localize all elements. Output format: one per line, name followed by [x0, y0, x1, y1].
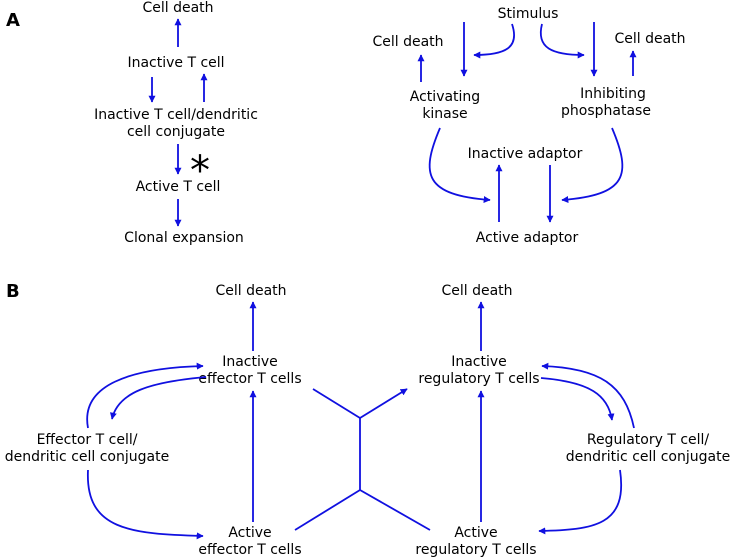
b-regulatory-conjugate-line2: dendritic cell conjugate: [566, 449, 730, 465]
b-inactive-effector-line1: Inactive: [222, 354, 278, 370]
network-branch-upper-right: [359, 388, 408, 419]
a-right-cell-death-left: Cell death: [372, 34, 443, 50]
b-active-regulatory-line2: regulatory T cells: [415, 542, 536, 558]
b-cell-death-right: Cell death: [441, 283, 512, 299]
b-inactive-regulatory-line1: Inactive: [451, 354, 507, 370]
arrow-kinase-to-adaptor: [428, 127, 491, 204]
a-right-kinase-line1: Activating: [410, 89, 480, 105]
a-right-active-adaptor: Active adaptor: [476, 230, 579, 246]
b-inactive-regulatory-line2: regulatory T cells: [418, 371, 539, 387]
arrow-regulatory-conjugate-to-active: [538, 469, 623, 535]
arrow-regulatory-conjugate-to-inactive: [541, 362, 635, 429]
network-branch-lower-right: [359, 489, 431, 531]
a-left-asterisk: *: [190, 148, 210, 194]
panel-a-left: Cell death Inactive T cell Inactive T ce…: [94, 0, 258, 246]
b-active-effector-line2: effector T cells: [198, 542, 301, 558]
a-right-cell-death-right: Cell death: [614, 31, 685, 47]
b-active-effector-line1: Active: [228, 525, 271, 541]
arrow-stimulus-curve-kinase: [473, 23, 515, 59]
a-right-stimulus: Stimulus: [498, 6, 559, 22]
panel-label-a: A: [6, 10, 20, 31]
panel-label-b: B: [6, 281, 20, 302]
network-branch-upper-left: [312, 388, 361, 419]
arrow-inactive-regulatory-to-conjugate: [540, 377, 615, 421]
b-cell-death-left: Cell death: [215, 283, 286, 299]
a-left-inactive-t-cell: Inactive T cell: [127, 55, 224, 71]
a-right-phosphatase-line1: Inhibiting: [580, 86, 646, 102]
arrow-inactive-effector-to-conjugate: [109, 376, 207, 420]
arrow-stimulus-curve-phosphatase: [539, 23, 585, 59]
b-effector-conjugate-line2: dendritic cell conjugate: [5, 449, 169, 465]
arrow-phosphatase-to-adaptor: [561, 127, 624, 204]
b-inactive-effector-line2: effector T cells: [198, 371, 301, 387]
a-left-active-t-cell: Active T cell: [136, 179, 221, 195]
arrow-effector-conjugate-to-active: [87, 469, 204, 540]
b-active-regulatory-line1: Active: [454, 525, 497, 541]
panel-a-right: Stimulus Cell death Cell death Activatin…: [372, 6, 685, 246]
a-left-conjugate-line2: cell conjugate: [127, 124, 225, 140]
b-effector-conjugate-line1: Effector T cell/: [37, 432, 138, 448]
b-regulatory-conjugate-line1: Regulatory T cell/: [587, 432, 710, 448]
a-left-clonal-expansion: Clonal expansion: [124, 230, 244, 246]
a-right-inactive-adaptor: Inactive adaptor: [468, 146, 583, 162]
a-left-conjugate-line1: Inactive T cell/dendritic: [94, 107, 258, 123]
a-left-cell-death: Cell death: [142, 0, 213, 16]
a-right-kinase-line2: kinase: [422, 106, 467, 122]
panel-b: Cell death Cell death Inactive effector …: [5, 283, 730, 558]
a-right-phosphatase-line2: phosphatase: [561, 103, 651, 119]
network-branch-lower-left: [294, 489, 361, 531]
arrow-effector-conjugate-to-inactive: [86, 362, 204, 429]
